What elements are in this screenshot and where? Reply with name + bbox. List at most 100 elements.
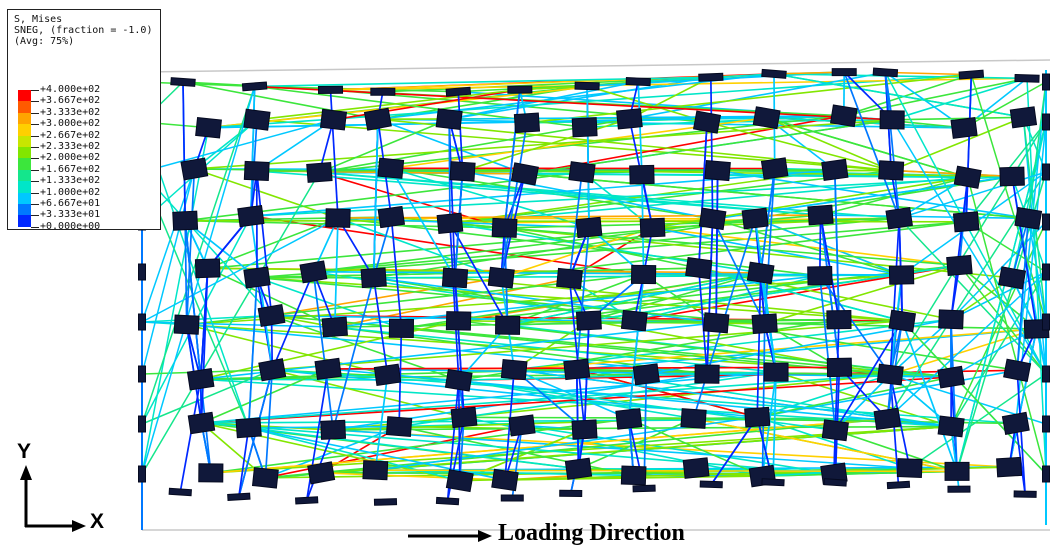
- fiber-element: [319, 118, 450, 174]
- fiber-element: [698, 267, 903, 322]
- legend-tick: [31, 215, 39, 217]
- stress-legend: S, Mises SNEG, (fraction = -1.0) (Avg: 7…: [7, 9, 161, 231]
- legend-title-line-3: (Avg: 75%): [14, 36, 75, 47]
- node-block: [257, 304, 286, 328]
- node-block: [170, 77, 196, 87]
- fiber-element: [1011, 176, 1038, 330]
- legend-color-swatch: [18, 124, 31, 136]
- fiber-element: [248, 427, 579, 470]
- fiber-element: [501, 226, 653, 279]
- fiber-element: [586, 85, 708, 123]
- fiber-element: [334, 274, 820, 328]
- legend-tick: [31, 226, 39, 228]
- fiber-element: [271, 271, 315, 371]
- fiber-element: [449, 176, 968, 225]
- legend-level-label: +1.000e+02: [40, 186, 101, 198]
- fiber-element: [141, 168, 196, 323]
- fiber-element: [963, 81, 1047, 129]
- node-block: [704, 160, 731, 182]
- fiber-element: [207, 217, 339, 270]
- node-block: [639, 217, 666, 238]
- node-block: [450, 406, 478, 429]
- fiber-element: [319, 171, 505, 229]
- legend-tick: [31, 169, 39, 171]
- node-block: [682, 457, 710, 479]
- fiber-element: [637, 81, 643, 175]
- fiber-element: [819, 214, 841, 368]
- fiber-element: [141, 127, 210, 475]
- fiber-element: [207, 267, 336, 328]
- legend-color-swatch: [18, 169, 31, 182]
- node-block: [435, 108, 463, 131]
- fiber-element: [328, 368, 952, 428]
- fiber-element: [329, 89, 339, 219]
- fiber-element: [184, 220, 202, 380]
- node-block: [998, 266, 1027, 290]
- node-block: [441, 267, 469, 289]
- fiber-element: [756, 416, 911, 469]
- node-block: [1001, 411, 1030, 435]
- legend-tick: [31, 192, 39, 194]
- fiber-element: [629, 76, 712, 120]
- node-block: [944, 461, 970, 481]
- node-block: [702, 312, 730, 334]
- fiber-element: [524, 173, 1029, 220]
- fiber-element: [377, 118, 526, 175]
- fiber-element: [843, 71, 900, 219]
- fiber-element: [884, 72, 901, 219]
- node-block: [295, 496, 319, 505]
- fiber-element: [249, 215, 274, 370]
- node-block: [444, 368, 473, 392]
- legend-color-swatch: [18, 112, 31, 125]
- node-block: [241, 81, 268, 92]
- node-block: [495, 315, 521, 335]
- fiber-element: [652, 226, 902, 276]
- node-block: [947, 485, 971, 493]
- fiber-element: [834, 373, 891, 431]
- legend-title-line-2: SNEG, (fraction = -1.0): [14, 25, 153, 36]
- legend-level-label: +2.000e+02: [40, 152, 101, 164]
- legend-level-label: +4.000e+02: [40, 84, 101, 95]
- node-block: [575, 216, 603, 239]
- fiber-element: [454, 277, 465, 418]
- fiber-element: [1026, 78, 1047, 475]
- node-block: [195, 116, 222, 139]
- fiber-element: [627, 274, 645, 419]
- fiber-element: [141, 321, 335, 328]
- node-block: [559, 489, 583, 498]
- legend-tick: [31, 204, 39, 205]
- node-block: [173, 314, 200, 335]
- legend-color-swatch: [18, 90, 31, 102]
- fiber-element: [372, 277, 389, 375]
- node-block: [821, 158, 849, 182]
- node-block: [563, 358, 591, 381]
- node-block: [629, 164, 655, 185]
- node-block: [958, 69, 985, 80]
- node-block: [377, 205, 406, 229]
- node-block: [616, 108, 643, 130]
- fiber-element: [706, 218, 756, 375]
- node-block: [575, 310, 602, 331]
- node-block: [243, 160, 270, 182]
- fiber-element: [337, 217, 375, 279]
- fiber-element: [321, 472, 505, 481]
- legend-level-label: +3.333e+02: [40, 106, 101, 118]
- node-block: [436, 212, 464, 234]
- legend-tick: [31, 135, 39, 137]
- fiber-element: [179, 379, 202, 493]
- legend-tick: [31, 112, 39, 114]
- fiber-element: [586, 86, 590, 228]
- fiber-element: [264, 369, 274, 478]
- fiber-element: [186, 323, 708, 375]
- node-block: [243, 108, 271, 131]
- node-block: [746, 261, 775, 285]
- fiber-element: [247, 277, 258, 428]
- node-block: [320, 419, 347, 440]
- legend-level-label: +3.667e+02: [40, 95, 101, 107]
- fiber-element: [462, 118, 630, 173]
- fiber-element: [970, 74, 1047, 323]
- node-block: [445, 311, 472, 331]
- node-block: [896, 458, 923, 479]
- fiber-element: [390, 216, 403, 329]
